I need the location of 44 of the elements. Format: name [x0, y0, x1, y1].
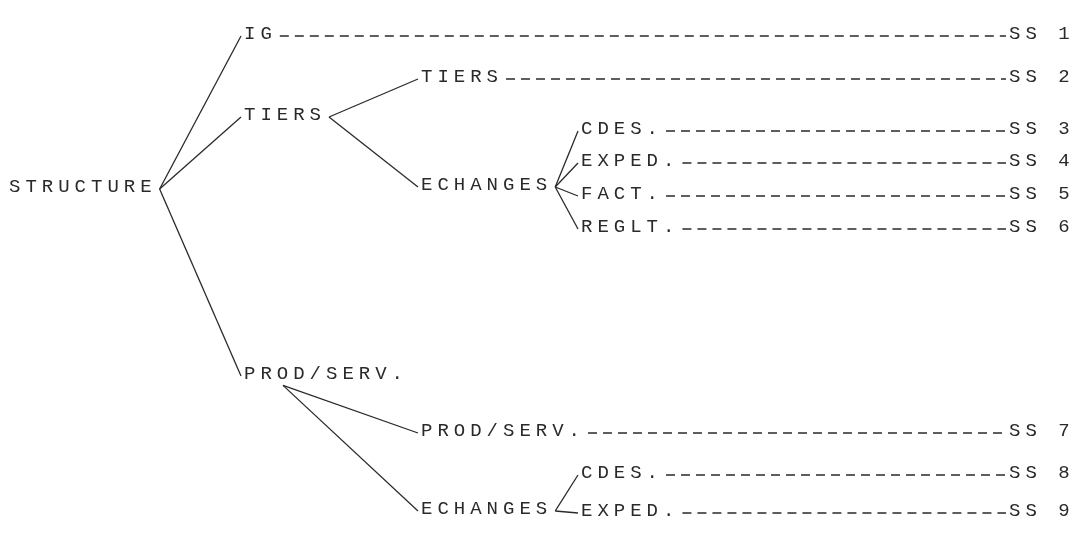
- tree-label: SS 4: [1008, 149, 1076, 173]
- tree-label: TIERS: [420, 65, 504, 89]
- tree-branch-line: [159, 35, 242, 190]
- tree-branch-line: [554, 474, 579, 512]
- tree-label: SS 2: [1008, 65, 1076, 89]
- tree-label: REGLT.: [580, 215, 681, 239]
- tree-label: ECHANGES: [420, 497, 554, 521]
- tree-label: SS 5: [1008, 182, 1076, 206]
- tree-branch-line: [554, 186, 579, 230]
- dashed-leader-line: [665, 195, 1007, 197]
- tree-label: FACT.: [580, 182, 664, 206]
- tree-branch-line: [554, 130, 579, 188]
- dashed-leader-line: [681, 228, 1007, 230]
- tree-branch-line: [328, 78, 419, 118]
- tree-label: SS 1: [1008, 22, 1076, 46]
- tree-branch-line: [554, 186, 579, 197]
- dashed-leader-line: [681, 162, 1007, 164]
- tree-label: SS 6: [1008, 215, 1076, 239]
- tree-label: ECHANGES: [420, 173, 554, 197]
- tree-label: SS 3: [1008, 117, 1076, 141]
- tree-branch-line: [554, 162, 579, 188]
- dashed-leader-line: [665, 130, 1007, 132]
- tree-label: TIERS: [243, 103, 327, 127]
- tree-label: STRUCTURE: [8, 175, 158, 199]
- tree-label: PROD/SERV.: [243, 362, 410, 386]
- tree-branch-line: [554, 510, 579, 514]
- tree-label: EXPED.: [580, 149, 681, 173]
- tree-branch-line: [159, 188, 242, 377]
- tree-branch-line: [282, 384, 419, 434]
- tree-label: IG: [243, 22, 278, 46]
- tree-branch-line: [159, 116, 242, 190]
- tree-label: SS 7: [1008, 419, 1076, 443]
- dashed-leader-line: [665, 474, 1007, 476]
- tree-branch-line: [328, 116, 419, 188]
- dashed-leader-line: [505, 78, 1007, 80]
- tree-label: SS 9: [1008, 499, 1076, 523]
- tree-branch-line: [282, 384, 419, 512]
- tree-label: SS 8: [1008, 461, 1076, 485]
- tree-label: EXPED.: [580, 499, 681, 523]
- dashed-leader-line: [681, 512, 1007, 514]
- tree-label: PROD/SERV.: [420, 419, 587, 443]
- tree-label: CDES.: [580, 117, 664, 141]
- tree-label: CDES.: [580, 461, 664, 485]
- dashed-leader-line: [279, 35, 1007, 37]
